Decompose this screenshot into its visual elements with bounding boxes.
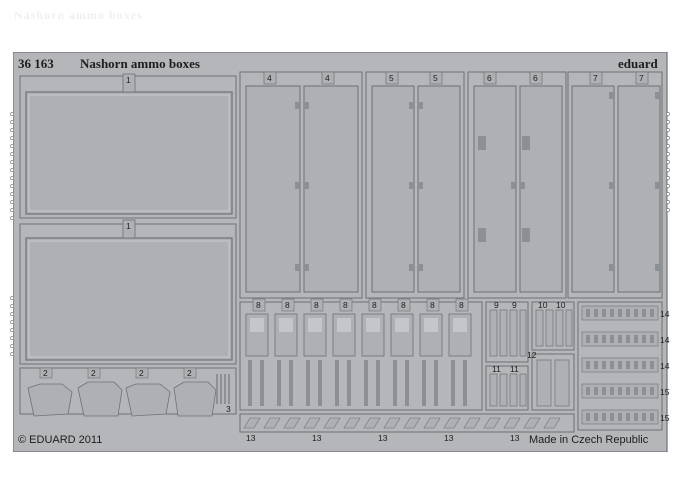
part-2c-label: 2 (139, 368, 144, 378)
part-2b-label: 2 (91, 368, 96, 378)
part-4a (245, 85, 301, 293)
part-12-label: 12 (527, 350, 537, 360)
parts-9-12 (489, 309, 573, 407)
edge-holes (10, 112, 670, 356)
part-9b-label: 9 (512, 300, 517, 310)
part-14-label: 14 (660, 361, 670, 371)
part-10b-label: 10 (556, 300, 566, 310)
origin-text: Made in Czech Republic (529, 434, 649, 446)
part-8-label: 8 (401, 300, 406, 310)
part-7b (617, 85, 661, 293)
photo-etch-fret: 36 163 Nashorn ammo boxes eduard 1 1 (10, 52, 670, 452)
part-6b (519, 85, 563, 293)
part-1b-label: 1 (126, 221, 131, 231)
part-9-label: 9 (494, 300, 499, 310)
part-8-label: 8 (430, 300, 435, 310)
part-5b-label: 5 (433, 73, 438, 83)
part-8-label: 8 (372, 300, 377, 310)
part-13-label: 13 (378, 433, 388, 443)
part-15-label: 15 (660, 413, 670, 423)
copyright-text: © EDUARD 2011 (18, 434, 102, 446)
part-5b (417, 85, 461, 293)
parts-13 (243, 417, 561, 429)
sheet-code: 36 163 (18, 56, 54, 71)
part-2d-label: 2 (187, 368, 192, 378)
part-8-label: 8 (314, 300, 319, 310)
part-7-label: 7 (593, 73, 598, 83)
part-7a (571, 85, 615, 293)
part-14-label: 14 (660, 335, 670, 345)
frame-cutouts (10, 52, 13, 452)
part-6b-label: 6 (533, 73, 538, 83)
brand-logo: eduard (618, 56, 659, 71)
part-1-bottom: 1 (25, 219, 233, 361)
part-6a (473, 85, 517, 293)
part-1-label: 1 (126, 75, 131, 85)
part-15-label: 15 (660, 387, 670, 397)
part-8-label: 8 (256, 300, 261, 310)
part-8-label: 8 (343, 300, 348, 310)
parts-2 (27, 381, 217, 417)
parts-4-7 (245, 85, 661, 293)
part-10-label: 10 (538, 300, 548, 310)
part-3 (216, 374, 230, 404)
part-11b-label: 11 (510, 364, 519, 374)
part-4b (303, 85, 359, 293)
part-5a (371, 85, 415, 293)
part-2-label: 2 (43, 368, 48, 378)
part-14-label: 14 (660, 309, 670, 319)
part-8-label: 8 (285, 300, 290, 310)
sheet-title: Nashorn ammo boxes (80, 56, 200, 71)
part-13-label: 13 (312, 433, 322, 443)
part-4b-label: 4 (325, 73, 330, 83)
part-8-label: 8 (459, 300, 464, 310)
part-13-label: 13 (246, 433, 256, 443)
part-11-label: 11 (492, 364, 501, 374)
part-3-label: 3 (226, 404, 231, 414)
ghost-text: Nashorn ammo boxes (14, 8, 143, 22)
part-5-label: 5 (389, 73, 394, 83)
part-7b-label: 7 (639, 73, 644, 83)
part-13-label: 13 (444, 433, 454, 443)
part-4-label: 4 (267, 73, 272, 83)
part-13-label: 13 (510, 433, 520, 443)
part-1-top: 1 (25, 73, 233, 215)
part-6-label: 6 (487, 73, 492, 83)
